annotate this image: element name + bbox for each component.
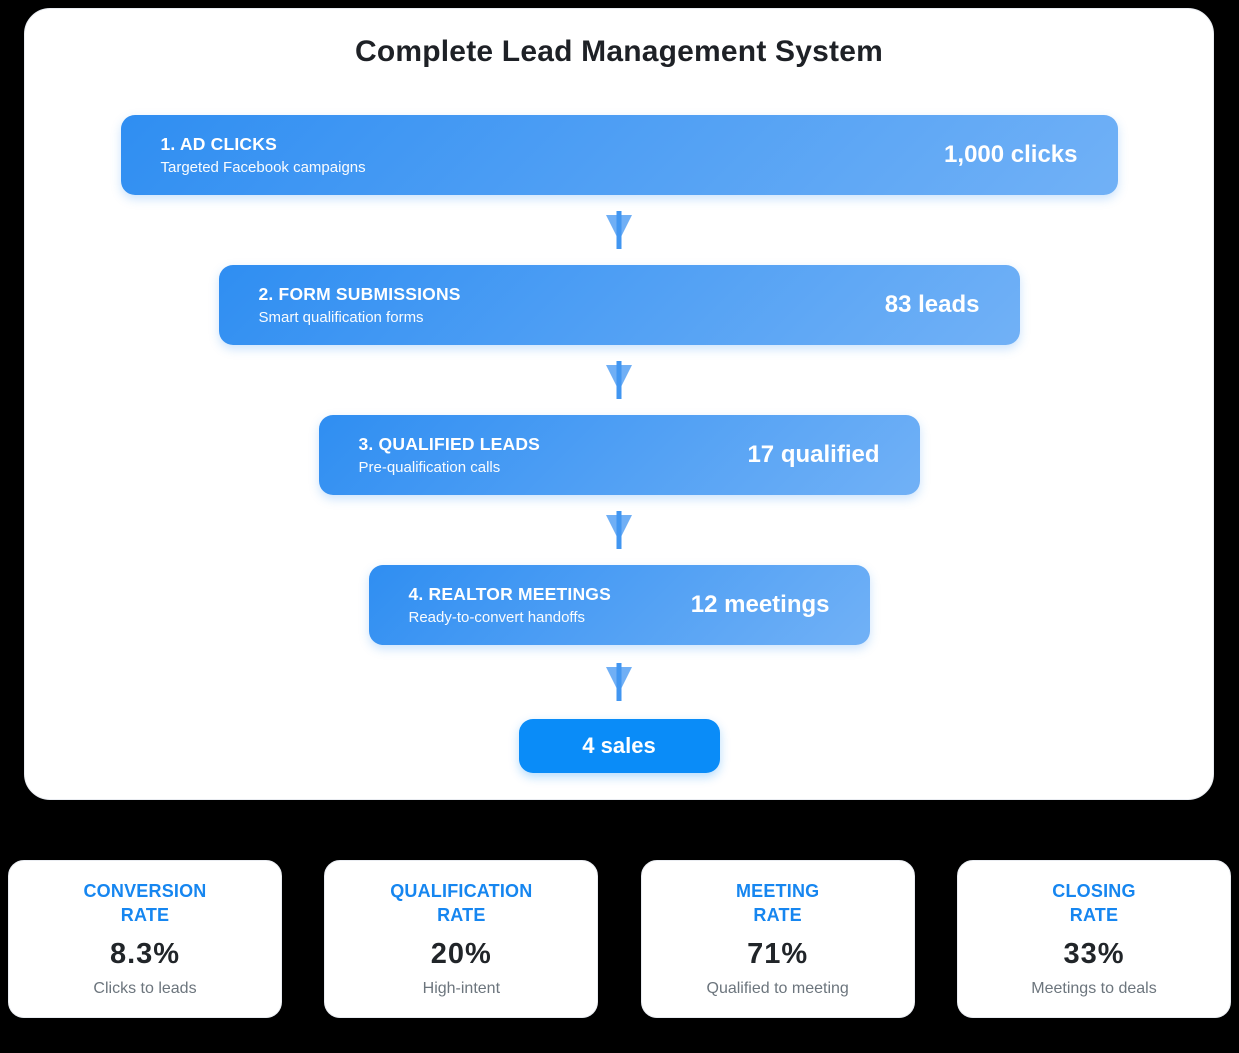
metric-card-qualification-rate: QUALIFICATION RATE 20% High-intent [324,860,599,1018]
stage-value: 83 leads [884,291,980,318]
down-arrow-icon [606,361,632,399]
down-arrow-icon [606,511,632,549]
lead-system-panel: Complete Lead Management System 1. AD CL… [24,8,1214,800]
metric-caption: High-intent [422,979,501,997]
metric-caption: Meetings to deals [1031,979,1157,997]
lead-funnel: 1. AD CLICKS Targeted Facebook campaigns… [120,115,1118,773]
metric-title: QUALIFICATION RATE [390,881,533,926]
metric-value: 33% [1063,937,1125,970]
stage-description: Smart qualification forms [258,309,424,326]
stage-name: 4. REALTOR MEETINGS [408,584,611,604]
stage-description: Pre-qualification calls [358,459,501,476]
arrow-gap [604,195,634,265]
stage-value: 17 qualified [747,441,880,468]
sales-result-badge: 4 sales [518,719,720,773]
metric-value: 71% [747,937,809,970]
arrow-gap [604,345,634,415]
stage-text-block: 1. AD CLICKS Targeted Facebook campaigns [161,134,366,176]
metric-card-conversion-rate: CONVERSION RATE 8.3% Clicks to leads [8,860,282,1018]
metric-card-meeting-rate: MEETING RATE 71% Qualified to meeting [640,860,915,1018]
metric-value: 20% [430,937,492,970]
page-title: Complete Lead Management System [354,35,883,68]
metric-card-closing-rate: CLOSING RATE 33% Meetings to deals [956,860,1231,1018]
stage-text-block: 2. FORM SUBMISSIONS Smart qualification … [259,284,461,326]
funnel-stage-form-submissions: 2. FORM SUBMISSIONS Smart qualification … [218,265,1020,345]
metric-value: 8.3% [109,937,181,970]
metric-caption: Clicks to leads [93,979,197,997]
stage-description: Targeted Facebook campaigns [160,159,366,176]
stage-name: 2. FORM SUBMISSIONS [258,284,461,304]
funnel-stage-ad-clicks: 1. AD CLICKS Targeted Facebook campaigns… [120,115,1118,195]
stage-text-block: 3. QUALIFIED LEADS Pre-qualification cal… [359,434,541,476]
funnel-stage-qualified-leads: 3. QUALIFIED LEADS Pre-qualification cal… [318,415,920,495]
metric-caption: Qualified to meeting [706,979,849,997]
arrow-gap [604,645,634,719]
stage-description: Ready-to-convert handoffs [408,609,586,626]
down-arrow-icon [606,663,632,701]
metric-title: MEETING RATE [735,881,820,926]
metrics-row: CONVERSION RATE 8.3% Clicks to leads QUA… [0,860,1239,1018]
metric-title: CLOSING RATE [1052,881,1136,926]
stage-value: 12 meetings [690,591,830,618]
funnel-stage-realtor-meetings: 4. REALTOR MEETINGS Ready-to-convert han… [368,565,870,645]
stage-text-block: 4. REALTOR MEETINGS Ready-to-convert han… [409,584,611,626]
down-arrow-icon [606,211,632,249]
arrow-gap [604,495,634,565]
stage-name: 1. AD CLICKS [160,134,277,154]
stage-name: 3. QUALIFIED LEADS [358,434,541,454]
stage-value: 1,000 clicks [944,141,1078,168]
metric-title: CONVERSION RATE [83,881,207,926]
